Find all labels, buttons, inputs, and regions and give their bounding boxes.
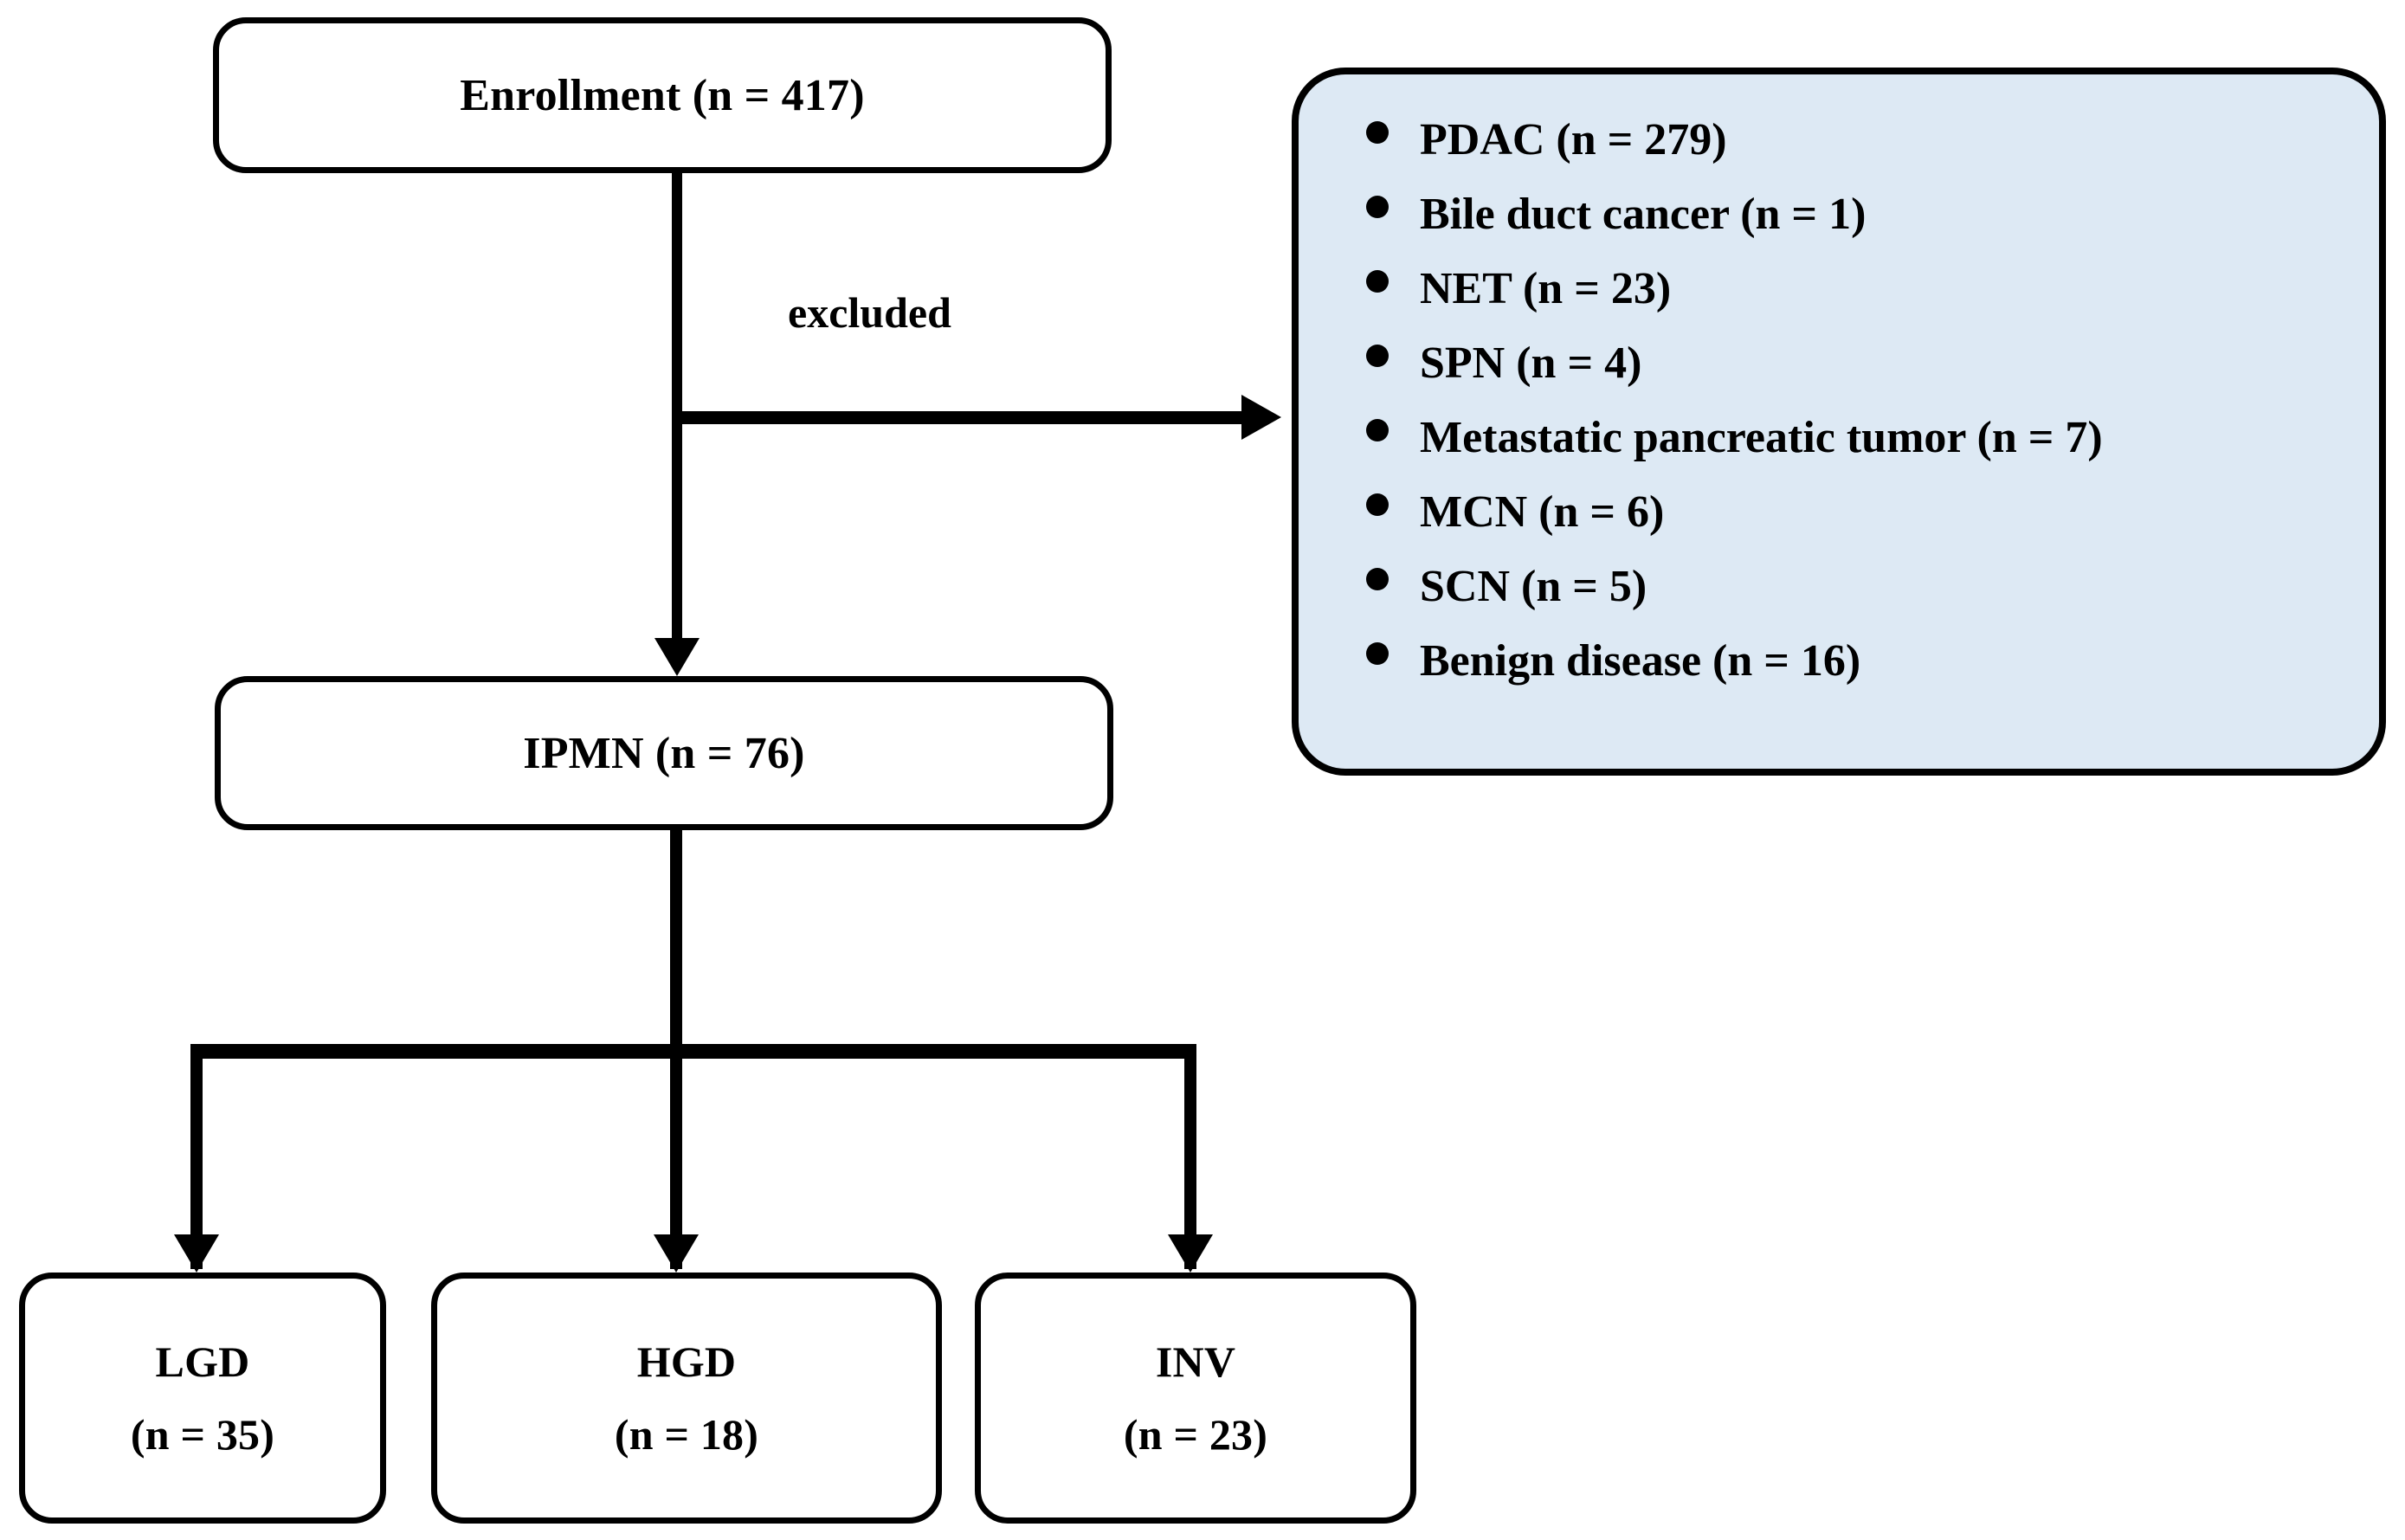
arrowhead-enrollment-to-ipmn — [654, 638, 700, 676]
bullet-icon — [1366, 270, 1389, 293]
bullet-icon — [1366, 419, 1389, 441]
bullet-icon — [1366, 121, 1389, 144]
list-item: MCN (n = 6) — [1366, 490, 2344, 535]
node-enrollment-label: Enrollment (n = 417) — [460, 70, 865, 120]
panel-excluded-diagnoses: PDAC (n = 279) Bile duct cancer (n = 1) … — [1292, 68, 2386, 776]
excluded-item-label: NET (n = 23) — [1420, 264, 1672, 313]
list-item: Benign disease (n = 16) — [1366, 639, 2344, 684]
bullet-icon — [1366, 493, 1389, 516]
connector-split-bar — [190, 1044, 1196, 1059]
node-lgd-name: LGD — [155, 1337, 250, 1386]
node-lgd: LGD (n = 35) — [19, 1273, 386, 1524]
connector-ipmn-to-inv — [1184, 1044, 1196, 1269]
excluded-item-label: SCN (n = 5) — [1420, 562, 1647, 611]
connector-excluded — [672, 411, 1243, 424]
bullet-icon — [1366, 345, 1389, 367]
excluded-item-label: Metastatic pancreatic tumor (n = 7) — [1420, 413, 2103, 462]
excluded-item-label: SPN (n = 4) — [1420, 338, 1642, 388]
list-item: Bile duct cancer (n = 1) — [1366, 192, 2344, 237]
list-item: NET (n = 23) — [1366, 267, 2344, 312]
node-hgd-count: (n = 18) — [614, 1410, 759, 1459]
arrowhead-ipmn-to-inv — [1168, 1234, 1213, 1273]
edge-label-excluded: excluded — [788, 288, 951, 337]
arrowhead-excluded — [1241, 395, 1281, 440]
excluded-item-label: Bile duct cancer (n = 1) — [1420, 190, 1867, 239]
node-enrollment: Enrollment (n = 417) — [213, 17, 1112, 173]
connector-ipmn-to-lgd — [190, 1044, 203, 1269]
list-item: PDAC (n = 279) — [1366, 118, 2344, 163]
bullet-icon — [1366, 642, 1389, 665]
list-item: SPN (n = 4) — [1366, 341, 2344, 386]
arrowhead-ipmn-to-lgd — [174, 1234, 219, 1273]
excluded-item-label: MCN (n = 6) — [1420, 487, 1665, 537]
node-hgd-name: HGD — [636, 1337, 737, 1386]
arrowhead-ipmn-to-hgd — [654, 1234, 699, 1273]
bullet-icon — [1366, 196, 1389, 218]
connector-enrollment-to-ipmn — [672, 171, 682, 645]
bullet-icon — [1366, 568, 1389, 590]
list-item: Metastatic pancreatic tumor (n = 7) — [1366, 416, 2344, 461]
node-inv-name: INV — [1155, 1337, 1236, 1386]
excluded-item-label: Benign disease (n = 16) — [1420, 636, 1861, 686]
list-item: SCN (n = 5) — [1366, 564, 2344, 609]
node-hgd: HGD (n = 18) — [431, 1273, 942, 1524]
node-lgd-count: (n = 35) — [130, 1410, 275, 1459]
excluded-list: PDAC (n = 279) Bile duct cancer (n = 1) … — [1366, 118, 2344, 684]
node-ipmn-label: IPMN (n = 76) — [523, 728, 805, 778]
excluded-item-label: PDAC (n = 279) — [1420, 115, 1727, 164]
node-ipmn: IPMN (n = 76) — [215, 676, 1113, 830]
node-inv-count: (n = 23) — [1123, 1410, 1268, 1459]
node-inv: INV (n = 23) — [975, 1273, 1416, 1524]
